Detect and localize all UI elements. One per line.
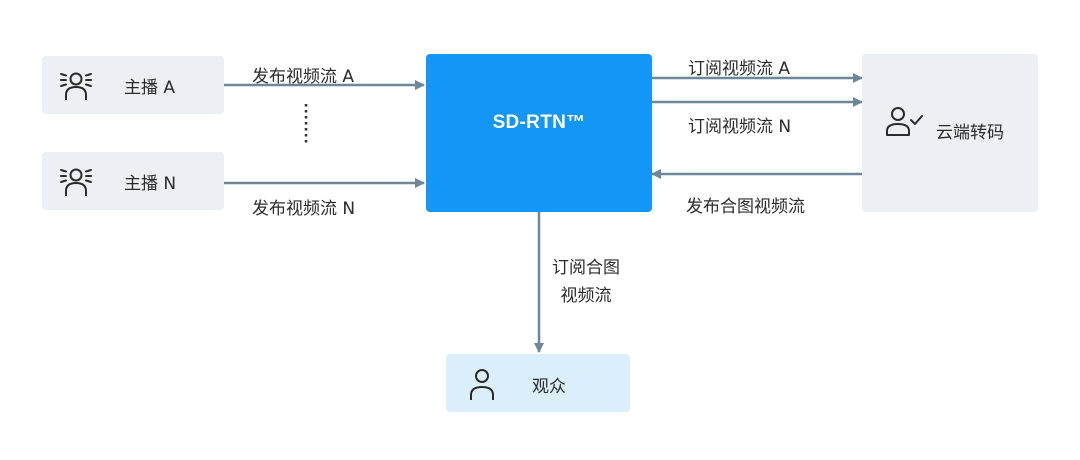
edge-label-subscribe-n: 订阅视频流 N: [688, 117, 792, 137]
cloud-transcode-node: 云端转码: [862, 54, 1038, 212]
host-a-label: 主播 A: [124, 77, 176, 98]
cloud-transcode-label: 云端转码: [936, 123, 1004, 143]
user-check-icon: [886, 107, 923, 136]
edge-label-subscribe-a: 订阅视频流 A: [688, 59, 791, 79]
edge-label-subscribe-mixed-line2: 视频流: [560, 286, 612, 306]
host-a-node: 主播 A: [42, 56, 224, 114]
audience-node: 观众: [446, 354, 630, 412]
sd-rtn-node: SD-RTN™: [426, 54, 652, 212]
edge-label-publish-a: 发布视频流 A: [252, 67, 355, 87]
audience-label: 观众: [532, 377, 566, 397]
edge-label-publish-n: 发布视频流 N: [252, 199, 356, 219]
host-n-label: 主播 N: [124, 173, 177, 194]
edge-label-publish-mixed: 发布合图视频流: [686, 197, 805, 217]
edge-label-subscribe-mixed: 订阅合图 视频流: [552, 254, 620, 310]
host-n-node: 主播 N: [42, 152, 224, 210]
user-icon: [470, 369, 494, 400]
edge-label-subscribe-mixed-line1: 订阅合图: [552, 258, 620, 278]
broadcaster-icon: [60, 72, 92, 100]
broadcaster-icon: [60, 168, 92, 196]
sd-rtn-label: SD-RTN™: [492, 112, 586, 133]
